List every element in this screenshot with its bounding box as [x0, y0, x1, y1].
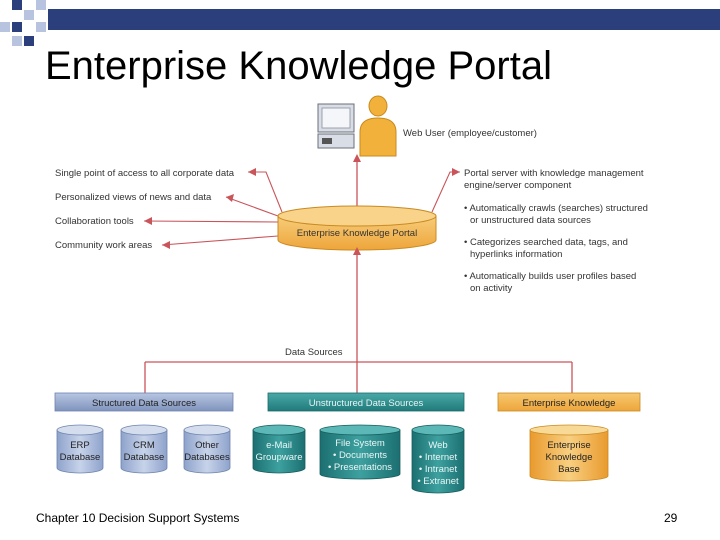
erp-database: ERP Database [56, 424, 104, 474]
page-number: 29 [664, 511, 678, 525]
db-label-line: Database [124, 452, 165, 463]
db-label-line: • Documents [333, 450, 387, 461]
bullet-line: • Categorizes searched data, tags, and [464, 237, 628, 248]
server-bullet-list: • Automatically crawls (searches) struct… [464, 203, 648, 294]
db-label-line: Database [60, 452, 101, 463]
db-label-line: • Presentations [328, 462, 392, 473]
computer-icon [317, 103, 355, 149]
email-groupware-db: e-Mail Groupware [252, 424, 306, 474]
left-feature-list: Single point of access to all corporate … [55, 168, 235, 251]
db-label-line: e-Mail [266, 440, 292, 451]
bullet-line: • Automatically builds user profiles bas… [464, 271, 636, 282]
knowledge-header-label: Enterprise Knowledge [523, 398, 616, 409]
db-label-line: Base [558, 464, 580, 475]
db-label-line: Enterprise [547, 440, 590, 451]
db-label-line: Databases [184, 452, 230, 463]
server-line: Portal server with knowledge management [464, 168, 644, 179]
db-label-line: CRM [133, 440, 155, 451]
unstructured-header-bar [267, 392, 465, 412]
unstructured-header-label: Unstructured Data Sources [309, 398, 424, 409]
portal-cylinder [277, 205, 437, 251]
web-db: Web • Internet • Intranet • Extranet [411, 424, 465, 494]
structured-header-bar [54, 392, 234, 412]
bullet-line: • Automatically crawls (searches) struct… [464, 203, 648, 214]
decorative-squares [0, 0, 46, 46]
db-label-line: • Intranet [419, 464, 458, 475]
crm-database: CRM Database [120, 424, 168, 474]
db-label-line: ERP [70, 440, 90, 451]
bullet-line: on activity [470, 283, 512, 294]
data-sources-label: Data Sources [285, 347, 343, 358]
server-line: engine/server component [464, 180, 572, 191]
db-label-line: Groupware [256, 452, 303, 463]
person-icon [359, 95, 397, 157]
feature-item: Collaboration tools [55, 216, 134, 227]
db-label-line: • Extranet [417, 476, 459, 487]
file-system-db: File System • Documents • Presentations [319, 424, 401, 480]
slide-title: Enterprise Knowledge Portal [45, 44, 552, 88]
db-label-line: • Internet [419, 452, 458, 463]
bullet-line: hyperlinks information [470, 249, 562, 260]
db-label-line: Web [428, 440, 447, 451]
footer-chapter: Chapter 10 Decision Support Systems [36, 511, 240, 525]
knowledge-header-bar [497, 392, 641, 412]
db-label-line: Knowledge [545, 452, 592, 463]
server-description: Portal server with knowledge management … [464, 168, 644, 191]
bullet-line: or unstructured data sources [470, 215, 591, 226]
db-label-line: File System [335, 438, 385, 449]
other-databases: Other Databases [183, 424, 231, 474]
knowledge-base-db: Enterprise Knowledge Base [529, 424, 609, 482]
feature-item: Single point of access to all corporate … [55, 168, 235, 179]
structured-header-label: Structured Data Sources [92, 398, 196, 409]
web-user-label: Web User (employee/customer) [403, 128, 537, 139]
title-accent-bar [48, 9, 720, 30]
feature-item: Community work areas [55, 240, 152, 251]
portal-label: Enterprise Knowledge Portal [297, 228, 417, 239]
feature-item: Personalized views of news and data [55, 192, 212, 203]
db-label-line: Other [195, 440, 219, 451]
